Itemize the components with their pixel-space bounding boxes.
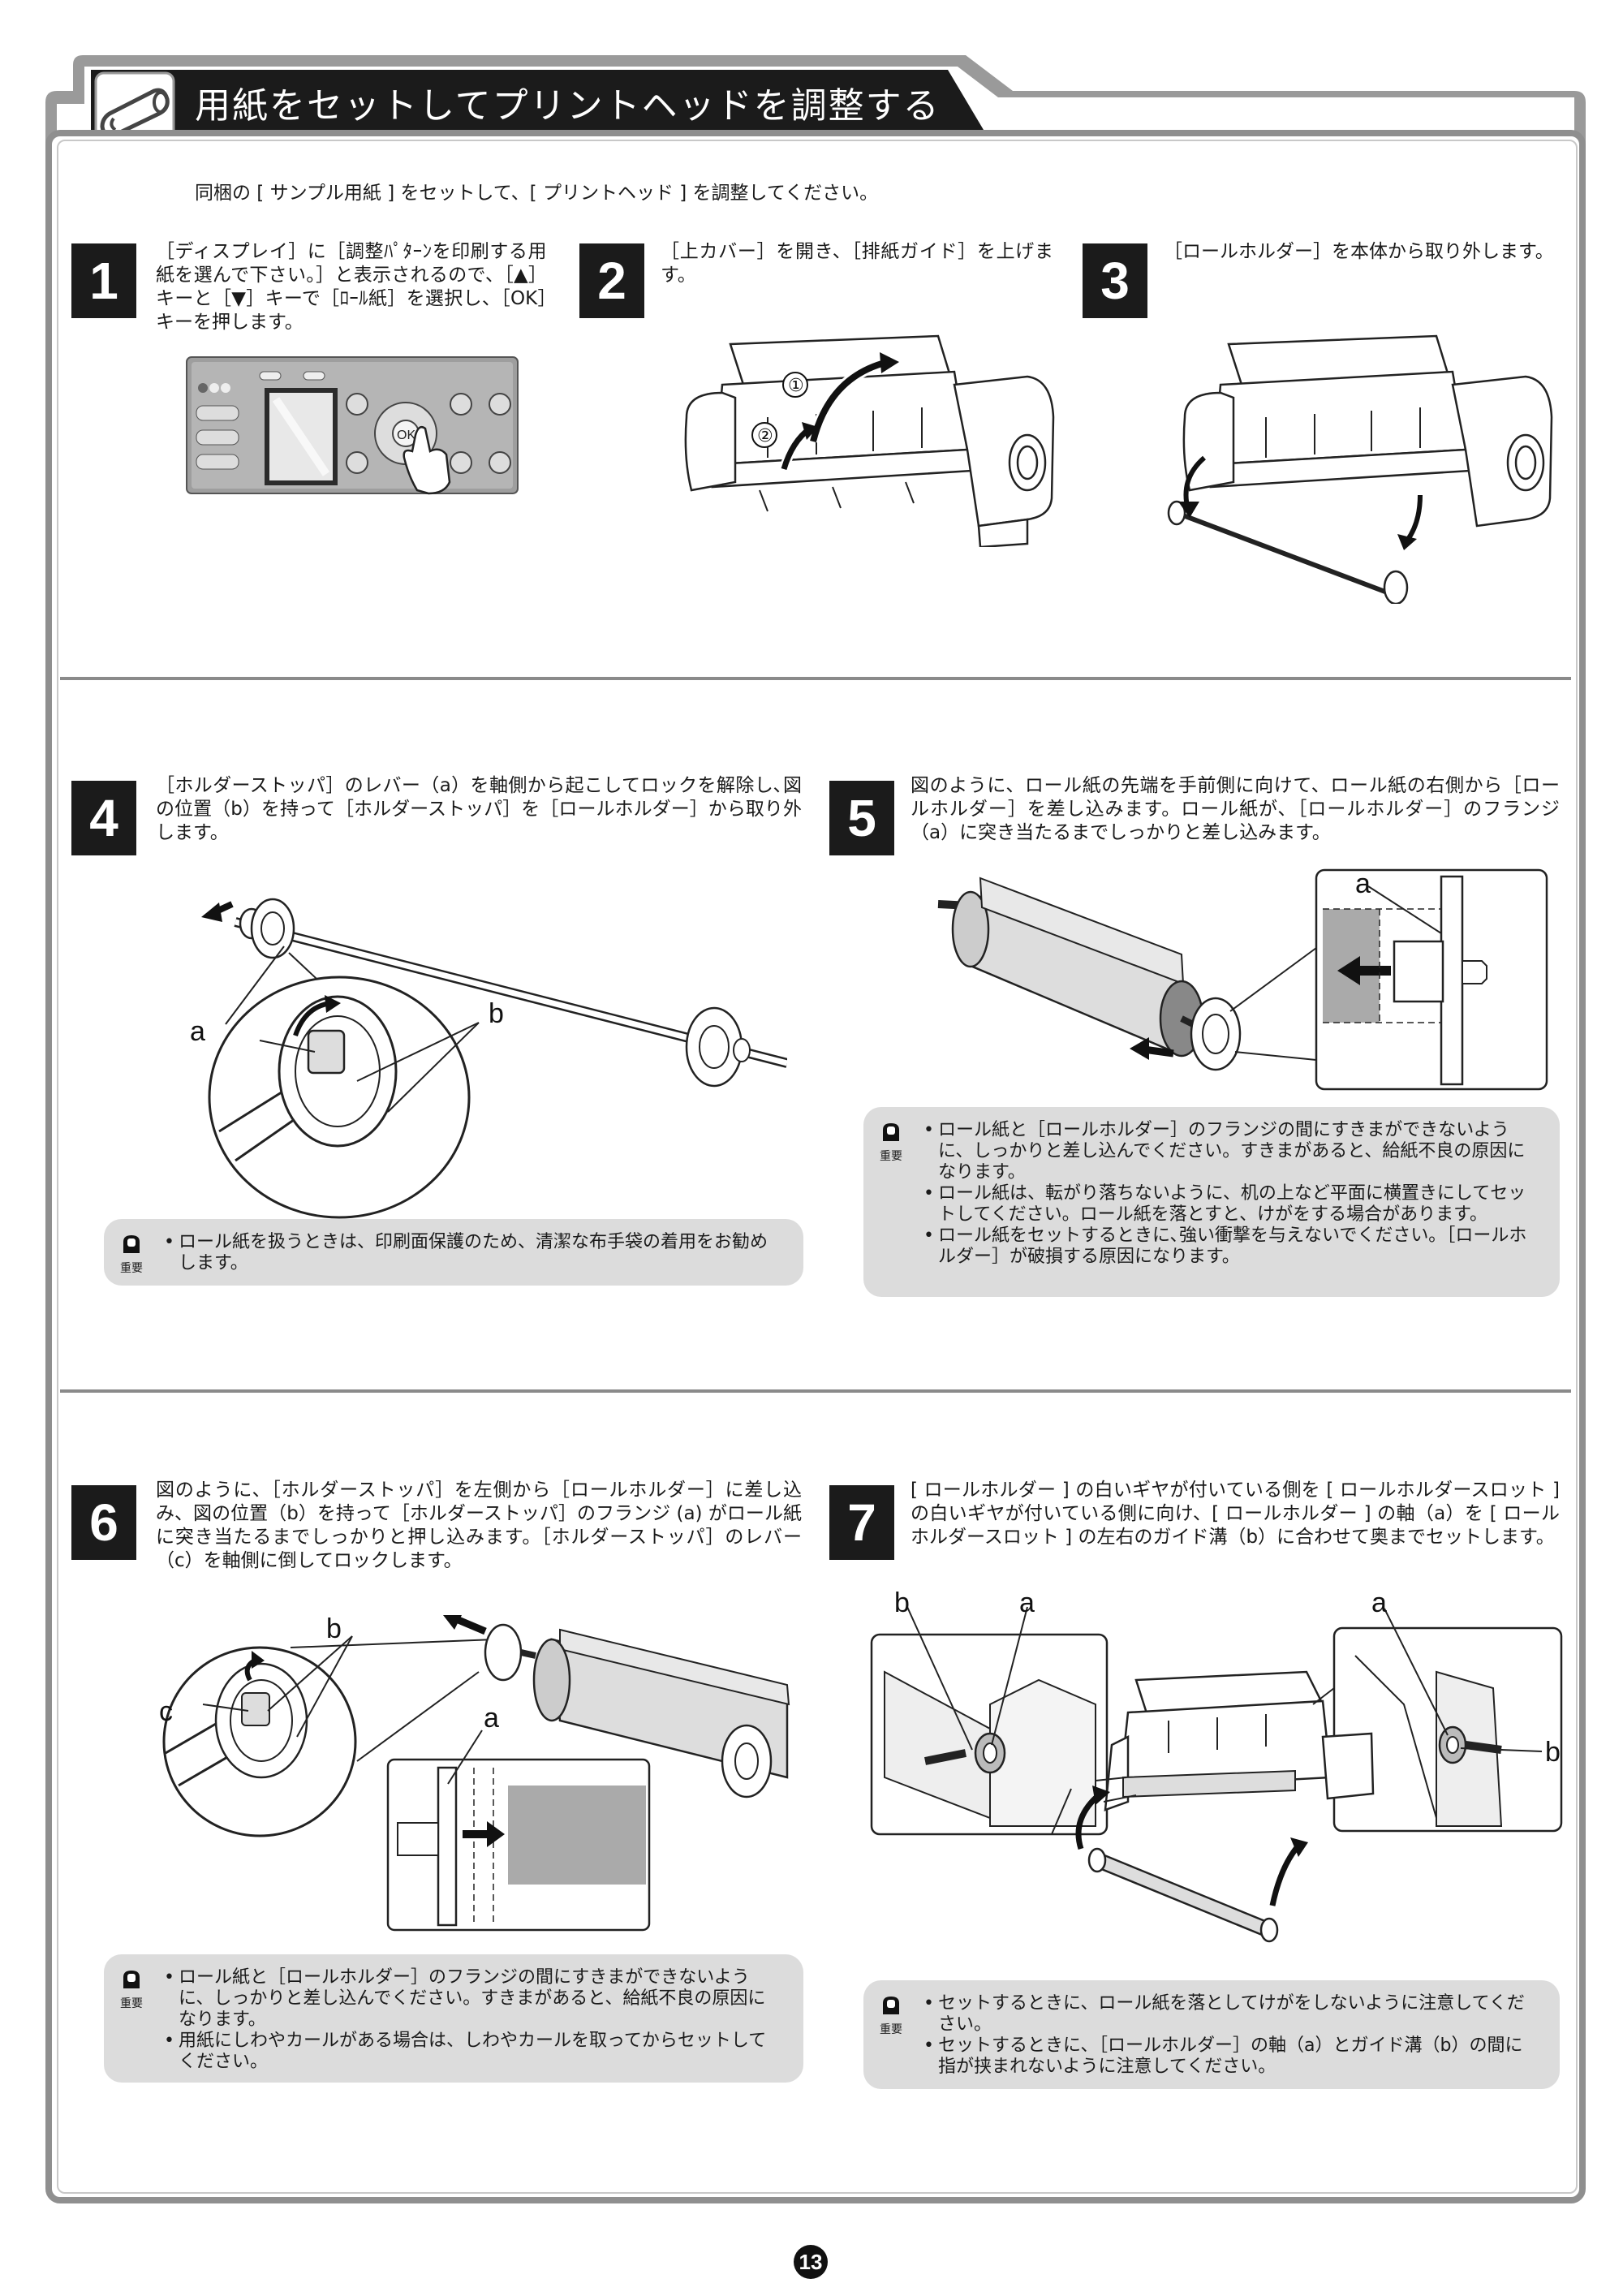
step-5-note-3: ロール紙をセットするときに､強い衝撃を与えないでください｡［ロールホルダー］が破… [923,1226,1535,1268]
step-7-important-note: 重要 セットするときに、ロール紙を落としてけがをしないように注意してください。 … [863,1980,1560,2089]
important-label: 重要 [880,1150,902,1163]
step-5-note-list: ロール紙と［ロールホルダー］のフランジの間にすきまができないように、しっかりと差… [923,1120,1535,1268]
step-3-figure-remove-roll-holder [1167,334,1553,604]
step-3-text: ［ロールホルダー］を本体から取り外します。 [1164,241,1554,262]
pressing-finger-icon [403,426,451,495]
step-6-figure-insert-holder-stopper: b c a [159,1615,790,1932]
step-4-text: ［ホルダーストッパ］のレバー（a）を軸側から起こしてロックを解除し､図の位置（b… [156,775,802,843]
step-1-text: ［ディスプレイ］に［調整ﾊﾟﾀｰﾝを印刷する用紙を選んで下さい。］と表示されるの… [156,241,547,333]
page-number: 13 [794,2245,828,2279]
step-4-note-list: ロール紙を扱うときは、印刷面保護のため、清潔な布手袋の着用をお勧めします。 [164,1232,779,1274]
step-3-number: 3 [1083,243,1147,318]
step-7-note-list: セットするときに、ロール紙を落としてけがをしないように注意してください。 セット… [923,1993,1535,2078]
important-label: 重要 [880,2023,902,2036]
step-7-note-2: セットするときに､［ロールホルダー］の軸（a）とガイド溝（b）の間に指が挟まれな… [923,2035,1535,2078]
section-divider-1 [60,677,1571,680]
intro-text: 同梱の [ サンプル用紙 ] をセットして、[ プリントヘッド ] を調整してく… [195,183,879,204]
step-2-number: 2 [579,243,644,318]
step-6-note-1: ロール紙と［ロールホルダー］のフランジの間にすきまができないように、しっかりと差… [164,1967,779,2031]
callout-2: ② [757,426,773,446]
page-frame-inner [57,140,1578,2194]
important-label: 重要 [120,1997,143,2010]
step-2-figure-printer-open-cover: ① ② [684,334,1055,547]
step-5-note-2: ロール紙は、転がり落ちないように、机の上など平面に横置きにしてセットしてください… [923,1183,1535,1226]
step-7-label-a-right: a [1371,1591,1387,1618]
important-icon: 重要 [875,1995,907,2037]
step-5-figure-insert-roll-holder: a [937,868,1548,1091]
step-6-label-b: b [326,1615,342,1644]
step-4-label-a: a [190,1016,205,1047]
step-7-label-a-left: a [1019,1591,1035,1618]
step-4-important-note: 重要 ロール紙を扱うときは、印刷面保護のため、清潔な布手袋の着用をお勧めします。 [104,1219,803,1286]
step-7-figure-set-roll-holder: b a a b [870,1591,1563,1943]
step-7-label-b-left: b [894,1591,910,1618]
step-6-note-2: 用紙にしわやカールがある場合は、しわやカールを取ってからセットしてください。 [164,2031,779,2073]
step-7-number: 7 [829,1485,894,1560]
roll-paper-icon [100,88,170,138]
step-5-note-1: ロール紙と［ロールホルダー］のフランジの間にすきまができないように、しっかりと差… [923,1120,1535,1183]
important-icon: 重要 [115,1969,148,2011]
step-4-figure-holder-stopper: a b [190,898,787,1219]
step-2-text: ［上カバー］を開き、［排紙ガイド］を上げます。 [661,241,1053,286]
important-icon: 重要 [875,1122,907,1164]
step-6-number: 6 [71,1485,136,1560]
step-4-number: 4 [71,781,136,855]
step-6-label-a: a [484,1703,499,1734]
section-divider-2 [60,1389,1571,1393]
step-5-text: 図のように、ロール紙の先端を手前側に向けて、ロール紙の右側から［ロールホルダー］… [911,775,1560,843]
step-4-note-1: ロール紙を扱うときは、印刷面保護のため、清潔な布手袋の着用をお勧めします。 [164,1232,779,1274]
step-1-number: 1 [71,243,136,318]
step-6-important-note: 重要 ロール紙と［ロールホルダー］のフランジの間にすきまができないように、しっか… [104,1954,803,2083]
step-7-note-1: セットするときに、ロール紙を落としてけがをしないように注意してください。 [923,1993,1535,2035]
important-label: 重要 [120,1262,143,1275]
step-1-figure-operation-panel: OK [186,356,519,495]
step-7-label-b-right: b [1545,1737,1561,1768]
step-6-text: 図のように、［ホルダーストッパ］を左側から［ロールホルダー］に差し込み、図の位置… [156,1480,802,1571]
callout-1: ① [788,376,804,396]
step-5-important-note: 重要 ロール紙と［ロールホルダー］のフランジの間にすきまができないように、しっか… [863,1107,1560,1297]
important-icon: 重要 [115,1234,148,1276]
page-title: 用紙をセットしてプリントヘッドを調整する [195,85,941,127]
step-6-label-c: c [159,1696,173,1727]
step-6-note-list: ロール紙と［ロールホルダー］のフランジの間にすきまができないように、しっかりと差… [164,1967,779,2073]
ok-key-label: OK [397,429,415,442]
step-4-label-b: b [489,998,504,1029]
step-5-number: 5 [829,781,894,855]
step-7-text: [ ロールホルダー ] の白いギヤが付いている側を [ ロールホルダースロット … [911,1480,1560,1548]
step-5-label-a: a [1355,868,1371,899]
